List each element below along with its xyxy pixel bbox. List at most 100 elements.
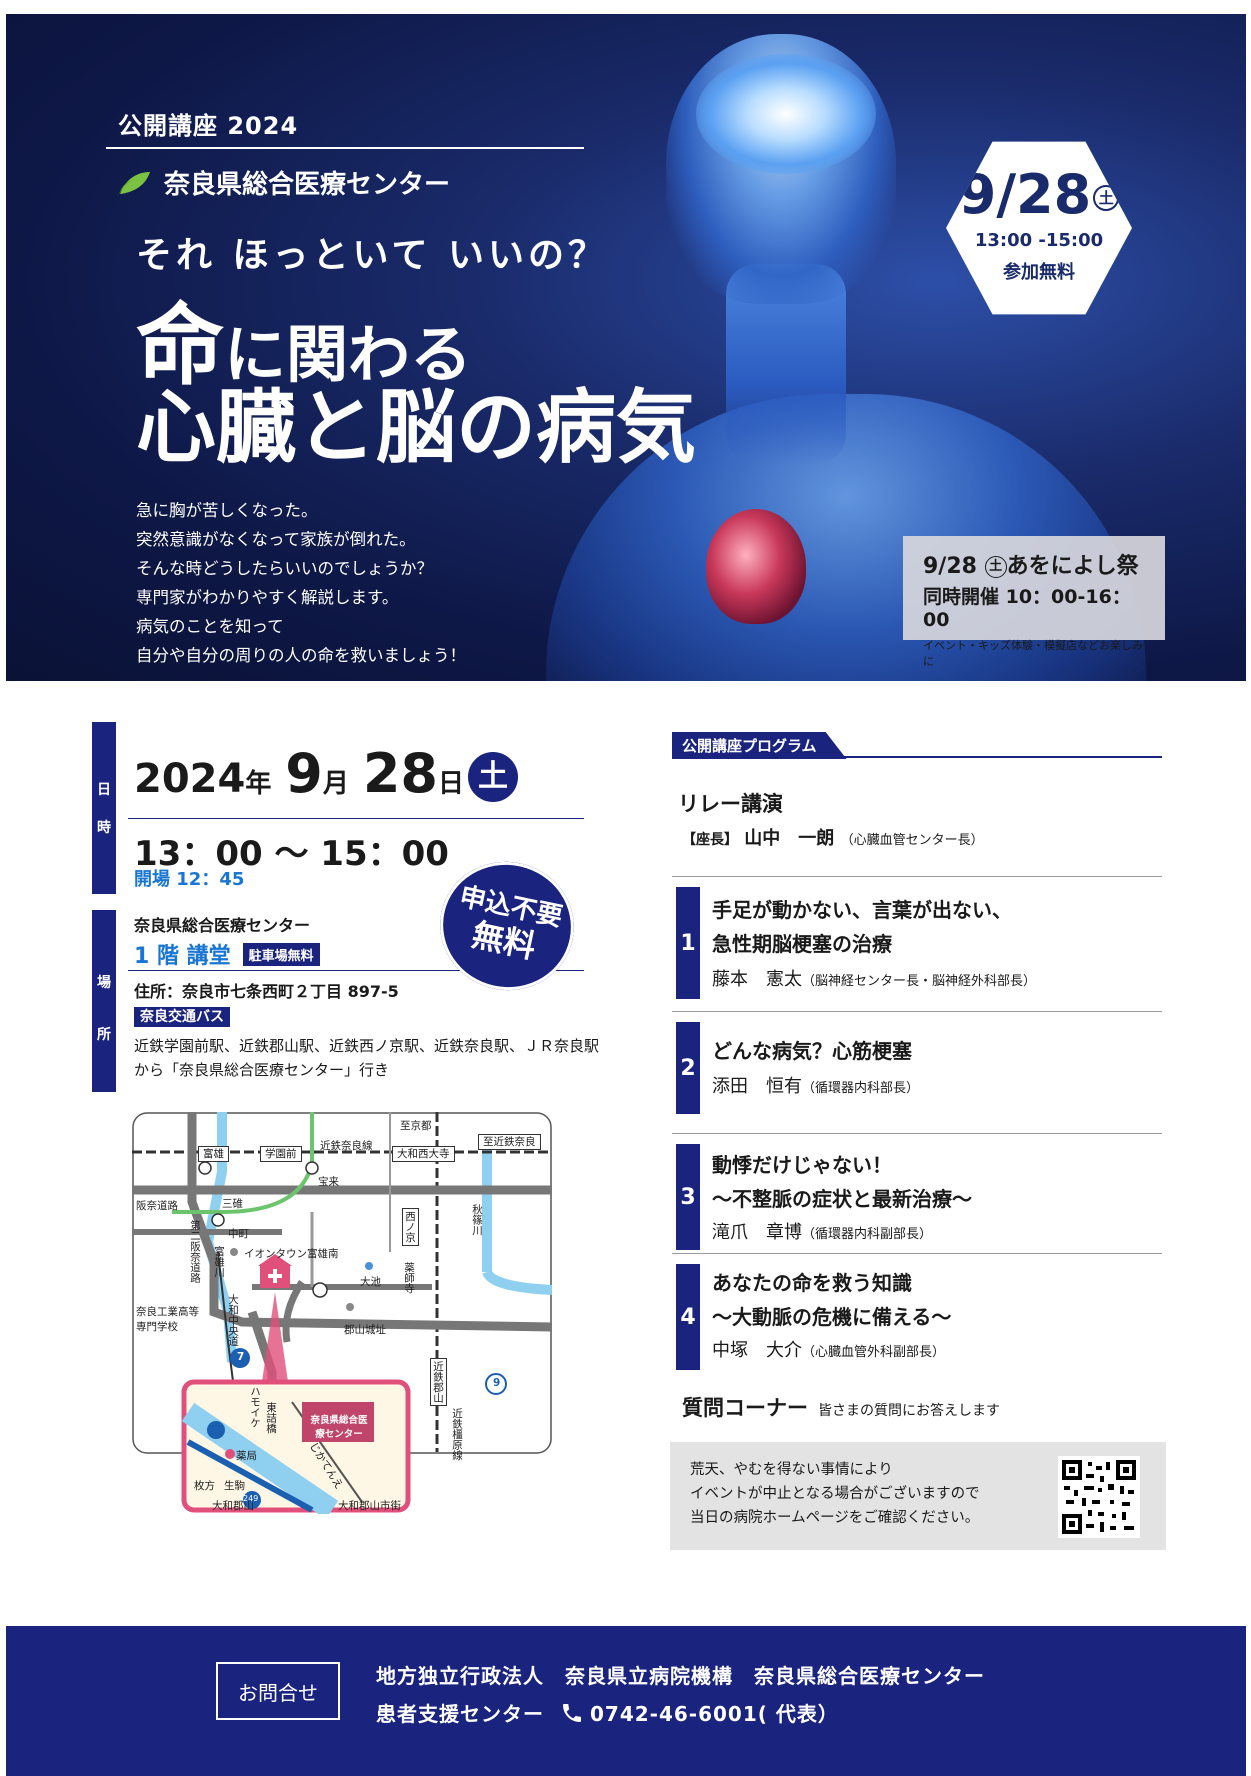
where-tab-char: 場 [97, 975, 111, 991]
hero-banner: 公開講座 2024 奈良県総合医療センター それ ほっといて いいの？ 命に関わ… [6, 14, 1246, 681]
festival-box: 9/28 土あをによし祭 同時開催 10：00-16：00 イベント・キッズ体験… [903, 536, 1165, 668]
program-number: 1 [676, 887, 700, 999]
doors-open: 開場 12：45 [134, 869, 245, 890]
station-saidaiji: 大和西大寺 [392, 1146, 455, 1162]
program-title: どんな病気？心筋梗塞 [712, 1034, 912, 1068]
series-title: 公開講座 2024 [118, 112, 299, 140]
intro-line: そんな時どうしたらいいのでしょうか？ [136, 559, 433, 578]
speaker-role: （心臓血管外科副部長） [802, 1345, 946, 1360]
when-tab: 日 時 [92, 722, 116, 894]
label-hanna: 阪奈道路 [136, 1200, 178, 1212]
when-divider [128, 818, 584, 819]
to-kyoto: 至京都 [400, 1120, 432, 1132]
inset-higashizume: 東詰橋 [265, 1402, 277, 1434]
speaker-role: （脳神経センター長・脳神経外科部長） [802, 974, 1037, 989]
program-divider [672, 756, 1162, 758]
phone-text: 0742-46-6001( 代表） [590, 1702, 839, 1726]
catchphrase: それ ほっといて いいの？ [136, 234, 608, 276]
venue-hall: 1 階 講堂 駐車場無料 [134, 938, 320, 970]
date-day-unit: 日 [437, 769, 464, 799]
title-rest: に関わる [224, 318, 473, 391]
route-249-shield: 249 [243, 1494, 259, 1503]
speaker-name: 藤本 憲太 [712, 969, 802, 990]
program-title-line: 〜大動脈の危機に備える〜 [712, 1305, 952, 1329]
date-day: 28 [362, 742, 438, 805]
phone-icon [563, 1703, 581, 1722]
program-number: 3 [676, 1144, 700, 1250]
program-item: 1 手足が動かない、言葉が出ない、 急性期脳梗塞の治療 藤本 憲太（脳神経センタ… [672, 876, 1162, 1002]
when-tab-char: 時 [97, 820, 111, 836]
label-aeon: イオンタウン富雄南 [244, 1248, 339, 1260]
inset-pharmacy: 薬局 [236, 1450, 257, 1462]
notice-line: 荒天、やむを得ない事情により [690, 1462, 893, 1478]
festival-date: 9/28 [923, 554, 977, 579]
access-map: 富雄 学園前 近鉄奈良線 大和西大寺 至京都 至近鉄奈良 阪奈道路 三碓 宝来 … [132, 1112, 552, 1514]
inset-hirakata: 枚方 [194, 1480, 215, 1492]
label-akishino: 秋篠川 [471, 1204, 483, 1236]
qr-code-icon [1062, 1460, 1136, 1534]
chair-name: 山中 一朗 [744, 828, 835, 849]
series-divider [106, 147, 584, 149]
festival-time: 同時開催 10：00-16：00 [923, 586, 1131, 631]
label-nishinokyo: 西ノ京 [402, 1208, 419, 1246]
program-speaker: 添田 恒有（循環器内科部長） [712, 1072, 919, 1098]
badge-dow: 土 [1093, 185, 1120, 212]
bus-label: 奈良交通バス [134, 1007, 230, 1027]
station-gakuenmae: 学園前 [260, 1146, 302, 1162]
inset-yamato-koriyama: 大和郡山 [212, 1500, 254, 1512]
footer-department: 患者支援センター 0742-46-6001( 代表） [376, 1698, 839, 1727]
qa-title: 質問コーナー [682, 1396, 808, 1420]
qa-section: 質問コーナー皆さまの質問にお答えします [682, 1392, 1000, 1422]
bus-route: 近鉄学園前駅、近鉄郡山駅、近鉄西ノ京駅、近鉄奈良駅、ＪＲ奈良駅から「奈良県総合医… [134, 1037, 600, 1079]
chair-prefix: 【座長】 [682, 832, 738, 848]
program-item: 4 あなたの命を救う知識 〜大動脈の危機に備える〜 中塚 大介（心臓血管外科副部… [672, 1253, 1162, 1373]
program-title: あなたの命を救う知識 〜大動脈の危機に備える〜 [712, 1266, 951, 1334]
label-nakamachi: 中町 [228, 1228, 249, 1240]
festival-note: イベント・キッズ体験・模擬店などお楽しみに [923, 639, 1143, 668]
chair-role: （心臓血管センター長） [840, 833, 984, 848]
no-registration-stamp: 申込不要 無料 [428, 849, 586, 1003]
where-tab: 場 所 [92, 910, 116, 1092]
speaker-role: （循環器内科副部長） [802, 1227, 933, 1242]
qa-note: 皆さまの質問にお答えします [818, 1403, 1000, 1419]
event-time: 13：00 〜 15：00 [134, 834, 449, 874]
hospital-name: 奈良県総合医療センター [164, 170, 451, 200]
route-9-shield: 9 [493, 1377, 501, 1389]
badge-date-text: 9/28 [958, 163, 1092, 226]
date-month-unit: 月 [322, 769, 349, 799]
date-year-unit: 年 [245, 769, 272, 799]
parking-tag: 駐車場無料 [242, 942, 320, 966]
place-divider [128, 970, 584, 971]
hall-name: 1 階 講堂 [134, 944, 231, 969]
inset-hamoike: ハモイケ [249, 1386, 261, 1428]
badge-time: 13:00 -15:00 [974, 230, 1104, 251]
program-speaker: 中塚 大介（心臓血管外科副部長） [712, 1336, 945, 1362]
inset-hospital: 奈良県総合医療センター [310, 1415, 368, 1440]
program-title-line: どんな病気？心筋梗塞 [712, 1039, 912, 1063]
qr-code[interactable] [1058, 1456, 1140, 1538]
speaker-name: 中塚 大介 [712, 1340, 802, 1361]
phone-number[interactable]: 0742-46-6001( 代表） [560, 1698, 839, 1727]
notice-line: 当日の病院ホームページをご確認ください。 [690, 1510, 980, 1526]
relay-chair: 【座長】 山中 一朗 （心臓血管センター長） [682, 824, 984, 850]
program-number: 2 [676, 1022, 700, 1114]
main-title-line1: 命に関わる [136, 302, 472, 390]
label-yakushiji: 薬師寺 [403, 1262, 415, 1294]
program-number: 4 [676, 1264, 700, 1370]
badge-free: 参加無料 [1003, 262, 1075, 283]
program-title-line: 〜不整脈の症状と最新治療〜 [712, 1187, 972, 1211]
intro-line: 突然意識がなくなって家族が倒れた。 [136, 530, 416, 549]
program-item: 2 どんな病気？心筋梗塞 添田 恒有（循環器内科部長） [672, 1011, 1162, 1123]
label-oike: 大池 [360, 1276, 381, 1288]
label-kosen: 奈良工業高等専門学校 [136, 1306, 199, 1333]
map-line-label: 近鉄奈良線 [320, 1140, 373, 1152]
intro-line: 病気のことを知って [136, 617, 284, 636]
label-daini-hanna: 第二阪奈道路 [189, 1220, 201, 1283]
event-date: 2024年 9月 28日土 [134, 742, 518, 805]
inset-koriyama-city: 大和郡山市街 [338, 1500, 401, 1512]
venue-address: 住所：奈良市七条西町２丁目 897-5 [134, 982, 399, 1001]
speaker-role: （循環器内科部長） [802, 1081, 920, 1096]
program-speaker: 藤本 憲太（脳神経センター長・脳神経外科部長） [712, 965, 1036, 991]
contact-label: お問合せ [216, 1662, 340, 1720]
date-dow: 土 [467, 752, 518, 802]
